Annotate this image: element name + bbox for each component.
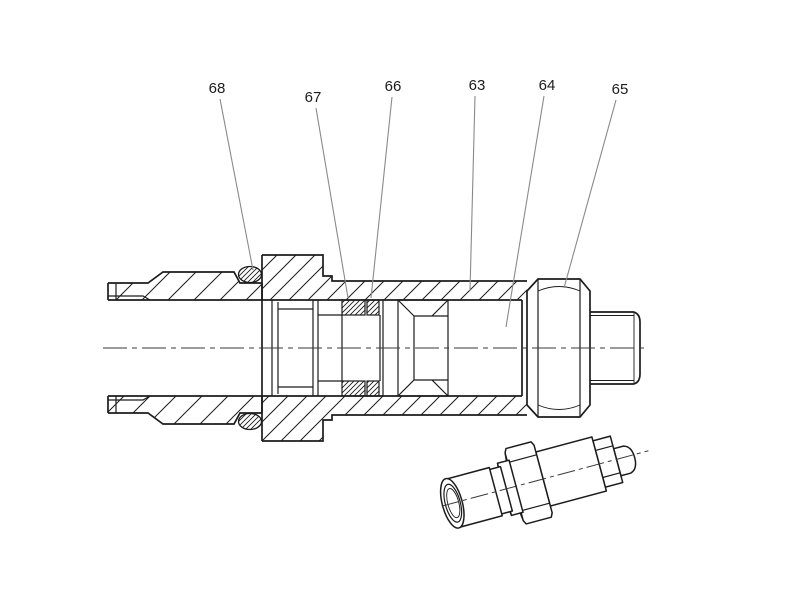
callout-67: 67 (305, 89, 349, 299)
seal-ring-bottom (341, 380, 366, 397)
iso-tube-end (439, 466, 503, 529)
callout-65: 65 (563, 81, 629, 289)
sleeve-hatch-bottom (108, 396, 262, 424)
stud-outline (590, 311, 641, 385)
callout-68-leader (219, 98, 254, 271)
cartridge-insert (271, 299, 449, 397)
sleeve-hatch-top (108, 272, 262, 300)
callout-64-label: 64 (539, 77, 556, 94)
callout-65-label: 65 (612, 81, 629, 98)
hex-nut-chamfer-arcs (537, 286, 581, 410)
body-hatch-bottom (262, 396, 527, 441)
seal-gland-lines (318, 314, 381, 382)
iso-centerline (441, 450, 649, 507)
callout-64-leader (505, 95, 545, 328)
sectional-view (103, 254, 648, 442)
o-ring-top (237, 265, 263, 284)
callout-63-leader (469, 95, 476, 292)
callout-67-label: 67 (305, 89, 322, 106)
callout-66-label: 66 (385, 78, 402, 95)
callout-67-leader (315, 107, 349, 299)
threaded-stud (590, 311, 641, 385)
callout-68: 68 (209, 80, 254, 271)
callout-68-label: 68 (209, 80, 226, 97)
callout-66: 66 (370, 78, 402, 299)
backup-ring-top (366, 299, 380, 316)
seal-ring-top (341, 299, 366, 316)
o-ring-bottom (237, 412, 263, 431)
body-hatch-top (262, 255, 527, 300)
insert-step-lines (278, 300, 319, 396)
callout-64: 64 (505, 77, 556, 328)
sleeve-bore-chamfer (108, 295, 151, 401)
callout-63-label: 63 (469, 77, 486, 94)
callouts: 68 67 66 63 64 65 (209, 77, 629, 328)
sleeve-section (107, 271, 263, 425)
isometric-view (439, 435, 649, 529)
hex-nut-outline (526, 278, 591, 418)
backup-ring-bottom (366, 380, 380, 397)
callout-66-leader (370, 96, 393, 299)
sleeve-outline (107, 271, 263, 425)
callout-63: 63 (469, 77, 486, 292)
callout-65-leader (563, 99, 617, 289)
